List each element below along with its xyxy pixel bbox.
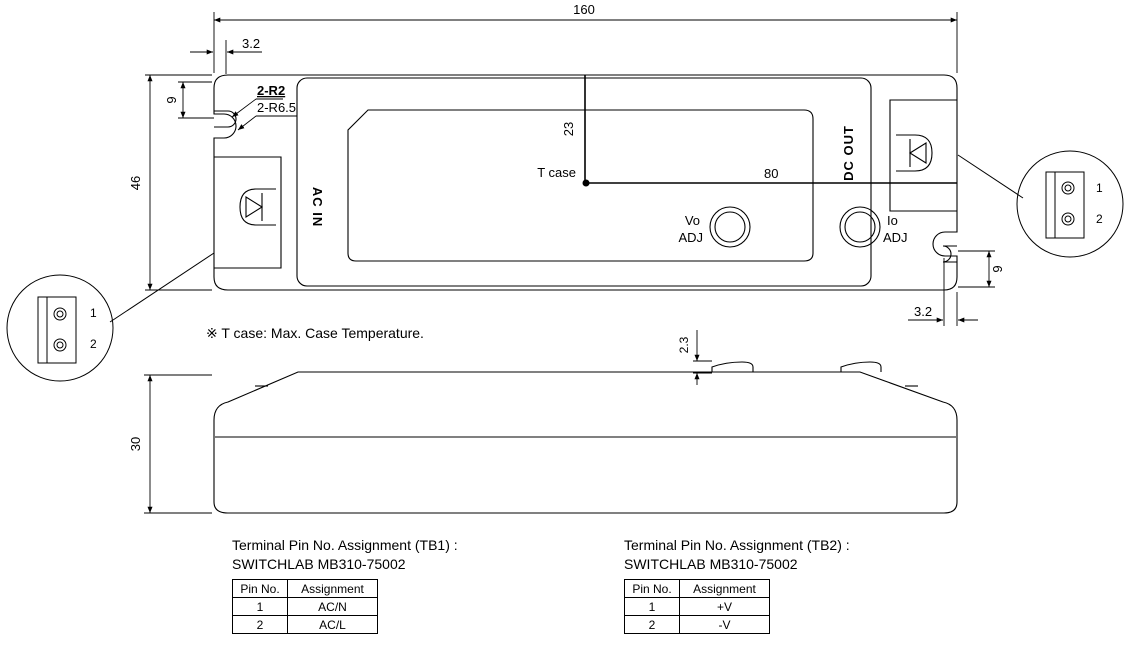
table-row: 1 +V: [624, 597, 770, 616]
dim-46: 46: [128, 176, 143, 190]
table-row: 1 AC/N: [232, 597, 378, 616]
tb1-row2-pin: 2: [232, 615, 288, 634]
dimension-texts: 160 46 3.2 9 2-R2 2-R6.5 23 80 9 3.2: [128, 2, 1005, 319]
tcase-point: [582, 179, 590, 187]
dc-terminal-screw: [896, 134, 933, 172]
tb1-header-assignment: Assignment: [287, 579, 378, 598]
dim-160: 160: [573, 2, 595, 17]
tb2-row2-pin: 2: [624, 615, 680, 634]
io-adj-knob: [839, 206, 881, 248]
tb1-assignment: Terminal Pin No. Assignment (TB1) : SWIT…: [232, 536, 458, 634]
ac-terminal-block: [214, 156, 282, 269]
tb2-row2-assignment: -V: [679, 615, 770, 634]
tb1-row2-assignment: AC/L: [287, 615, 378, 634]
tb1-row1-assignment: AC/N: [287, 597, 378, 616]
side-io-knob: [840, 361, 882, 372]
table-row: 2 AC/L: [232, 615, 378, 634]
label-recess: [347, 109, 814, 262]
tb1-detail-pin1: 1: [90, 306, 97, 320]
dim-80: 80: [764, 166, 778, 181]
dim-30: 30: [128, 437, 143, 451]
vo-adj-label-1: Vo: [685, 213, 700, 228]
tb2-title: Terminal Pin No. Assignment (TB2) :: [624, 537, 850, 553]
tb2-header-pin: Pin No.: [624, 579, 680, 598]
dim-3.2-left: 3.2: [242, 36, 260, 51]
dimension-lines: [145, 12, 995, 326]
top-view: [213, 74, 958, 291]
vo-adj-knob: [709, 206, 751, 248]
side-view: [213, 361, 958, 514]
tb1-table: Pin No. Assignment 1 AC/N 2 AC/L: [232, 579, 378, 634]
dc-terminal-block: [889, 99, 957, 212]
table-row: 2 -V: [624, 615, 770, 634]
dim-radius-large: 2-R6.5: [257, 100, 296, 115]
dim-9-left: 9: [164, 96, 179, 103]
tb1-header-pin: Pin No.: [232, 579, 288, 598]
tb2-detail-pin2: 2: [1096, 212, 1103, 226]
main-body: [296, 77, 872, 287]
tb1-part: SWITCHLAB MB310-75002: [232, 556, 406, 572]
tb2-header-assignment: Assignment: [679, 579, 770, 598]
right-slot: [942, 245, 957, 263]
dim-9-right: 9: [990, 265, 1005, 272]
tb1-title: Terminal Pin No. Assignment (TB1) :: [232, 537, 458, 553]
detail-tb2: [957, 150, 1124, 258]
left-slot: [214, 110, 237, 128]
tcase-label: T case: [537, 165, 576, 180]
tb2-assignment: Terminal Pin No. Assignment (TB2) : SWIT…: [624, 536, 850, 634]
dim-23: 23: [561, 122, 576, 136]
tb2-row1-pin: 1: [624, 597, 680, 616]
side-vo-knob: [711, 361, 754, 372]
tcase-note: ※ T case: Max. Case Temperature.: [206, 325, 424, 341]
tb2-table: Pin No. Assignment 1 +V 2 -V: [624, 579, 770, 634]
tb1-row1-pin: 1: [232, 597, 288, 616]
dim-radius-small: 2-R2: [257, 83, 285, 98]
ac-terminal-screw: [239, 188, 276, 226]
tb2-part: SWITCHLAB MB310-75002: [624, 556, 798, 572]
dim-3.2-right: 3.2: [914, 304, 932, 319]
tb1-detail-pin2: 2: [90, 337, 97, 351]
io-adj-label-1: Io: [887, 213, 898, 228]
dim-2.3: 2.3: [677, 336, 691, 353]
tb2-row1-assignment: +V: [679, 597, 770, 616]
side-body-outline: [213, 371, 958, 514]
vo-adj-label-2: ADJ: [678, 230, 703, 245]
ac-in-label: AC IN: [310, 187, 325, 227]
io-adj-label-2: ADJ: [883, 230, 908, 245]
dc-out-label: DC OUT: [841, 125, 856, 181]
tb2-detail-pin1: 1: [1096, 181, 1103, 195]
detail-tb1: [6, 252, 215, 382]
